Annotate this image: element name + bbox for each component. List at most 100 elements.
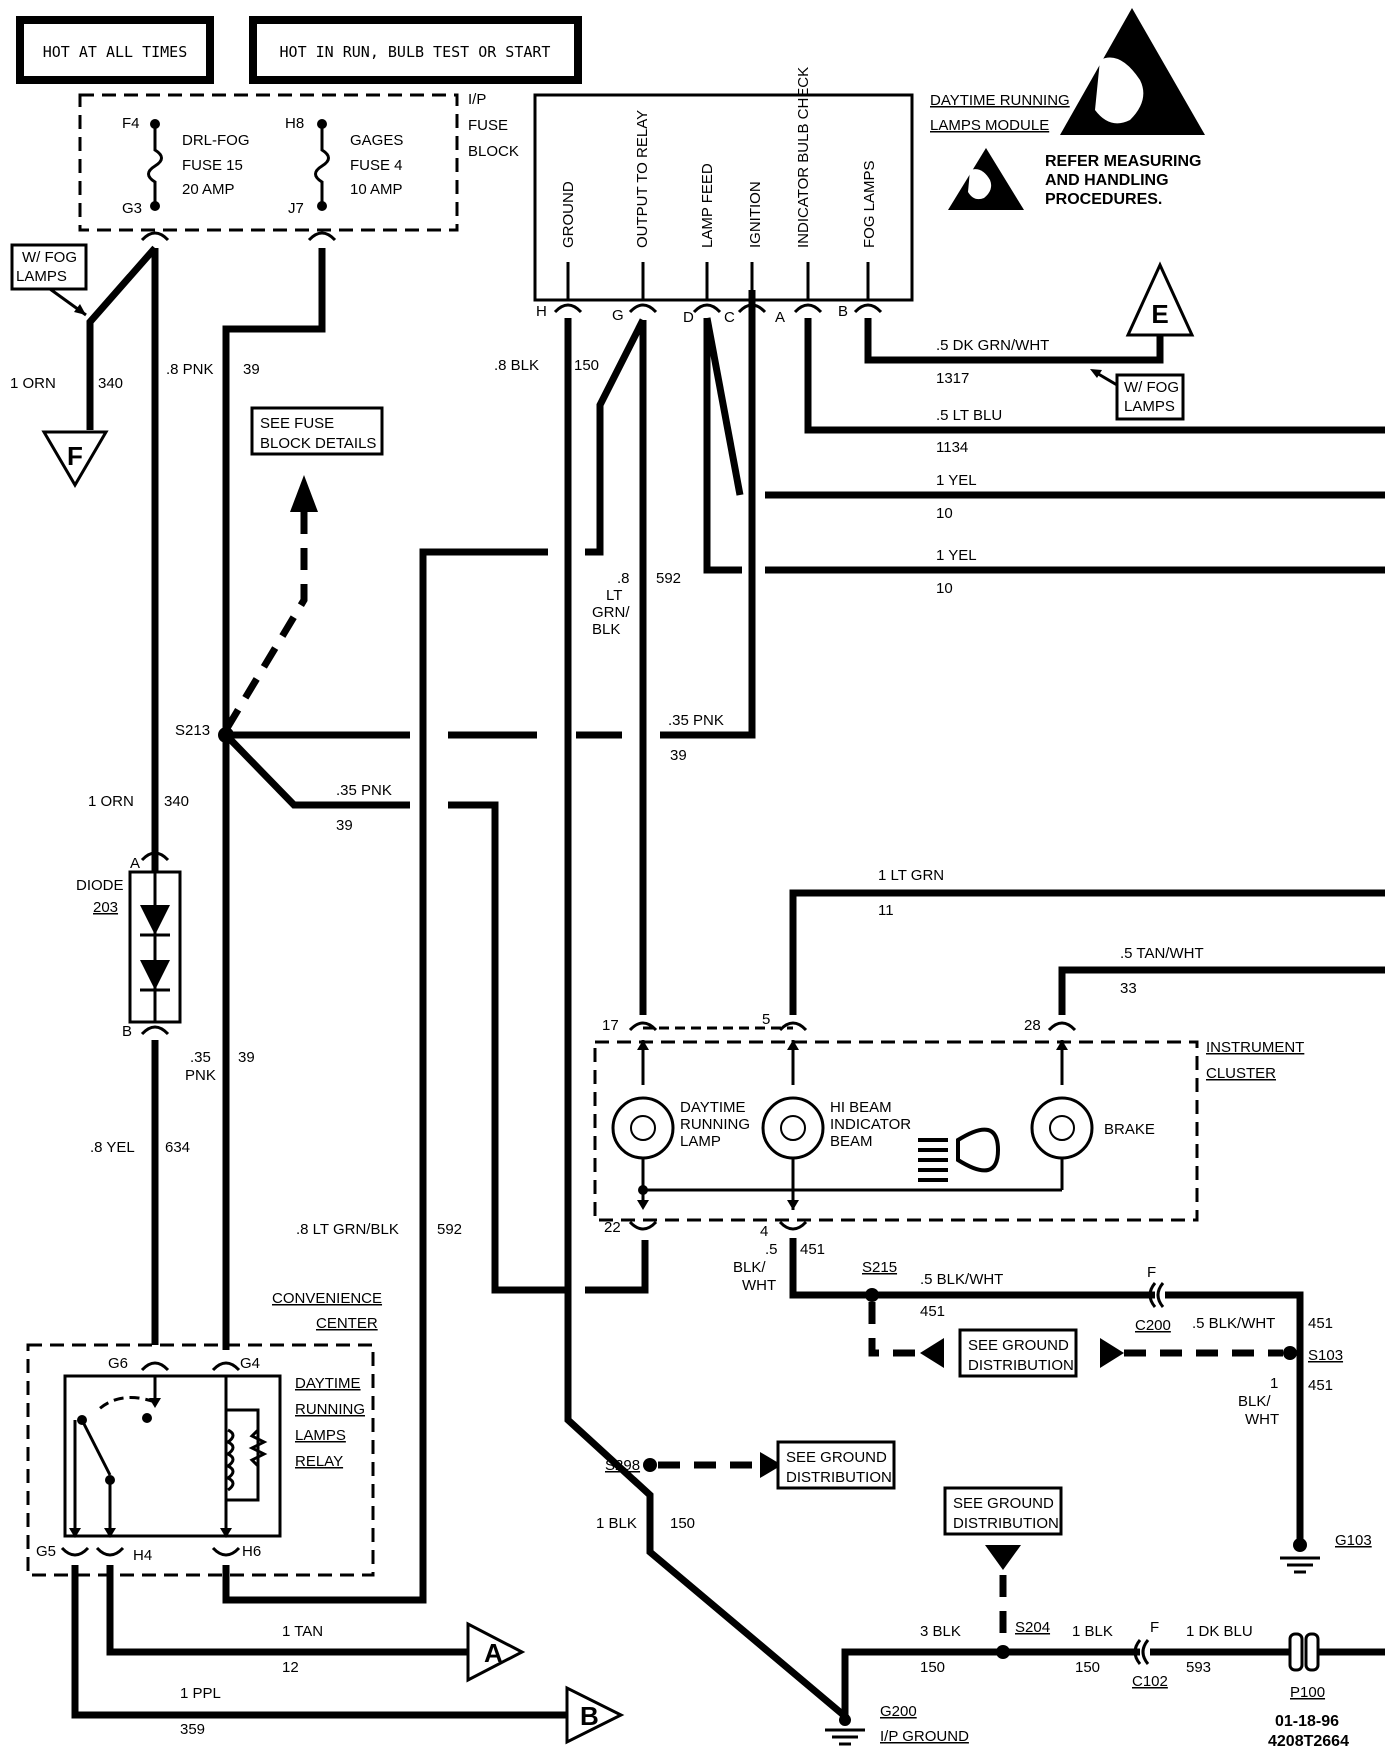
wire-340-gauge: 1 ORN <box>10 375 56 392</box>
high-beam-icon <box>918 1127 1001 1182</box>
g103-label: G103 <box>1335 1532 1372 1549</box>
wire-451c-gauge: .5 BLK/WHT <box>1192 1315 1275 1332</box>
c200-label: C200 <box>1135 1317 1171 1334</box>
wire-33-circuit: 33 <box>1120 980 1137 997</box>
wire-451a-circuit: 451 <box>800 1241 825 1258</box>
fuse-15-rating: 20 AMP <box>182 181 235 198</box>
module-pin-c: C <box>724 309 735 326</box>
wire-pnk35-c-gauge-2: PNK <box>185 1067 216 1084</box>
splice-s213: S213 .35 PNK 39 .35 PNK 39 <box>175 290 756 1294</box>
splice-s204-label: S204 <box>1015 1619 1050 1636</box>
wire-10b-circuit: 10 <box>936 580 953 597</box>
terminal-indicator-bulb-check: INDICATOR BULB CHECK <box>795 67 812 248</box>
wire-39-gauge: .8 PNK <box>166 361 214 378</box>
fuse-4-rating: 10 AMP <box>350 181 403 198</box>
wire-12-circuit: 12 <box>282 1659 299 1676</box>
fuse-4-name: GAGES <box>350 132 403 149</box>
esd-note-line-3: PROCEDURES. <box>1045 191 1162 208</box>
wire-593-gauge: 1 DK BLU <box>1186 1623 1253 1640</box>
convenience-label-1: CONVENIENCE <box>272 1290 382 1307</box>
module-title-1: DAYTIME RUNNING <box>930 92 1070 109</box>
connector-f: F <box>41 430 109 488</box>
splice-s298: S298 SEE GROUND DISTRIBUTION 1 BLK 150 <box>596 1440 896 1532</box>
lamp-drl-label-2: RUNNING <box>680 1116 750 1133</box>
wire-451d-circuit: 451 <box>1308 1377 1333 1394</box>
wire-11-gauge: 1 LT GRN <box>878 867 944 884</box>
pin-g5: G5 <box>36 1543 56 1560</box>
wire-1317-circuit: 1317 <box>936 370 969 387</box>
diode-label: DIODE <box>76 877 124 894</box>
fog-lamps-note: W/ FOG LAMPS <box>10 243 88 317</box>
diode-203: A DIODE 203 B <box>76 851 182 1345</box>
module-pin-g: G <box>612 307 624 324</box>
see-fuse-line-1: SEE FUSE <box>260 415 334 432</box>
lamp-drl-label-1: DAYTIME <box>680 1099 746 1116</box>
splice-s213-label: S213 <box>175 722 210 739</box>
wire-359-ppl: 1 PPL 359 B <box>71 1565 625 1745</box>
pin-h6: H6 <box>242 1543 261 1560</box>
wire-10a-circuit: 10 <box>936 505 953 522</box>
splice-s215-label: S215 <box>862 1259 897 1276</box>
wire-150-blk: .8 BLK 150 <box>494 318 850 1721</box>
wire-150-circuit: 150 <box>574 357 599 374</box>
c200-f-label: F <box>1147 1264 1156 1281</box>
wire-1317-gauge: .5 DK GRN/WHT <box>936 337 1049 354</box>
convenience-center: CONVENIENCE CENTER G6 G4 DAYTIME RUNNING… <box>26 1290 382 1577</box>
instrument-cluster: INSTRUMENT CLUSTER 17 5 28 DAYTIME RUNNI… <box>593 1011 1304 1240</box>
wire-340-orn: 1 ORN 340 <box>10 245 159 880</box>
wire-592-lower: .8 LT GRN/BLK 592 .8 LT GRN/ BLK 592 <box>222 318 681 1604</box>
arrow-up-icon <box>290 475 318 512</box>
fuse-15-number: FUSE 15 <box>182 157 243 174</box>
pin-j7: J7 <box>288 200 304 217</box>
terminal-ignition: IGNITION <box>747 181 764 248</box>
terminal-fog-lamps: FOG LAMPS <box>861 160 878 248</box>
wire-150-gauge: .8 BLK <box>494 357 539 374</box>
fuse-block-label-2: FUSE <box>468 117 508 134</box>
wire-451a-gauge-1: .5 <box>765 1241 778 1258</box>
connector-f-label: F <box>67 441 83 471</box>
ip-fuse-block: I/P FUSE BLOCK F4 G3 DRL-FOG FUSE 15 20 … <box>78 91 519 242</box>
esd-warning-icon <box>948 8 1205 210</box>
wire-12-tan: 1 TAN 12 A <box>106 1565 526 1683</box>
wire-pnk35-b-circuit: 39 <box>336 817 353 834</box>
esd-note-line-2: AND HANDLING <box>1045 172 1169 189</box>
see-fuse-line-2: BLOCK DETAILS <box>260 435 376 452</box>
wire-451c-circuit: 451 <box>1308 1315 1333 1332</box>
wire-150b-gauge: 1 BLK <box>596 1515 637 1532</box>
footer-date: 01-18-96 <box>1275 1713 1339 1730</box>
see-ground-2-line-2: DISTRIBUTION <box>968 1357 1074 1374</box>
hot-in-run-label: HOT IN RUN, BULB TEST OR START <box>280 43 551 61</box>
wire-3blk-circuit: 150 <box>920 1659 945 1676</box>
wire-150b-circuit: 150 <box>670 1515 695 1532</box>
diode-number: 203 <box>93 899 118 916</box>
wire-592b-gauge: .8 LT GRN/BLK <box>296 1221 399 1238</box>
pin-g6: G6 <box>108 1355 128 1372</box>
drl-module: GROUND OUTPUT TO RELAY LAMP FEED IGNITIO… <box>533 67 1070 326</box>
module-pin-a: A <box>775 309 785 326</box>
cluster-label-2: CLUSTER <box>1206 1065 1276 1082</box>
wire-33-gauge: .5 TAN/WHT <box>1120 945 1204 962</box>
relay-label-2: RUNNING <box>295 1401 365 1418</box>
cluster-pin-5: 5 <box>762 1011 770 1028</box>
see-ground-1-line-1: SEE GROUND <box>786 1449 887 1466</box>
wire-39-circuit: 39 <box>243 361 260 378</box>
fog-note-2-line-1: W/ FOG <box>1124 379 1179 396</box>
cluster-label-1: INSTRUMENT <box>1206 1039 1304 1056</box>
wire-592b-circuit: 592 <box>437 1221 462 1238</box>
see-ground-3-line-2: DISTRIBUTION <box>953 1515 1059 1532</box>
wire-592-gauge-4: BLK <box>592 621 620 638</box>
wire-pnk35-b-gauge: .35 PNK <box>336 782 392 799</box>
c102-f-label: F <box>1150 1619 1159 1636</box>
c102-label: C102 <box>1132 1673 1168 1690</box>
fuse-block-label-3: BLOCK <box>468 143 519 160</box>
wire-340-circuit: 340 <box>98 375 123 392</box>
fog-note-line-1: W/ FOG <box>22 249 77 266</box>
pin-h8: H8 <box>285 115 304 132</box>
wire-340b-circuit: 340 <box>164 793 189 810</box>
lamp-drl-label-3: LAMP <box>680 1133 721 1150</box>
fog-note-line-2: LAMPS <box>16 268 67 285</box>
wire-451d-gauge-1: 1 <box>1270 1375 1278 1392</box>
connector-b-label: B <box>580 1701 599 1731</box>
wire-1134-ltblu: .5 LT BLU 1134 <box>804 318 1385 456</box>
